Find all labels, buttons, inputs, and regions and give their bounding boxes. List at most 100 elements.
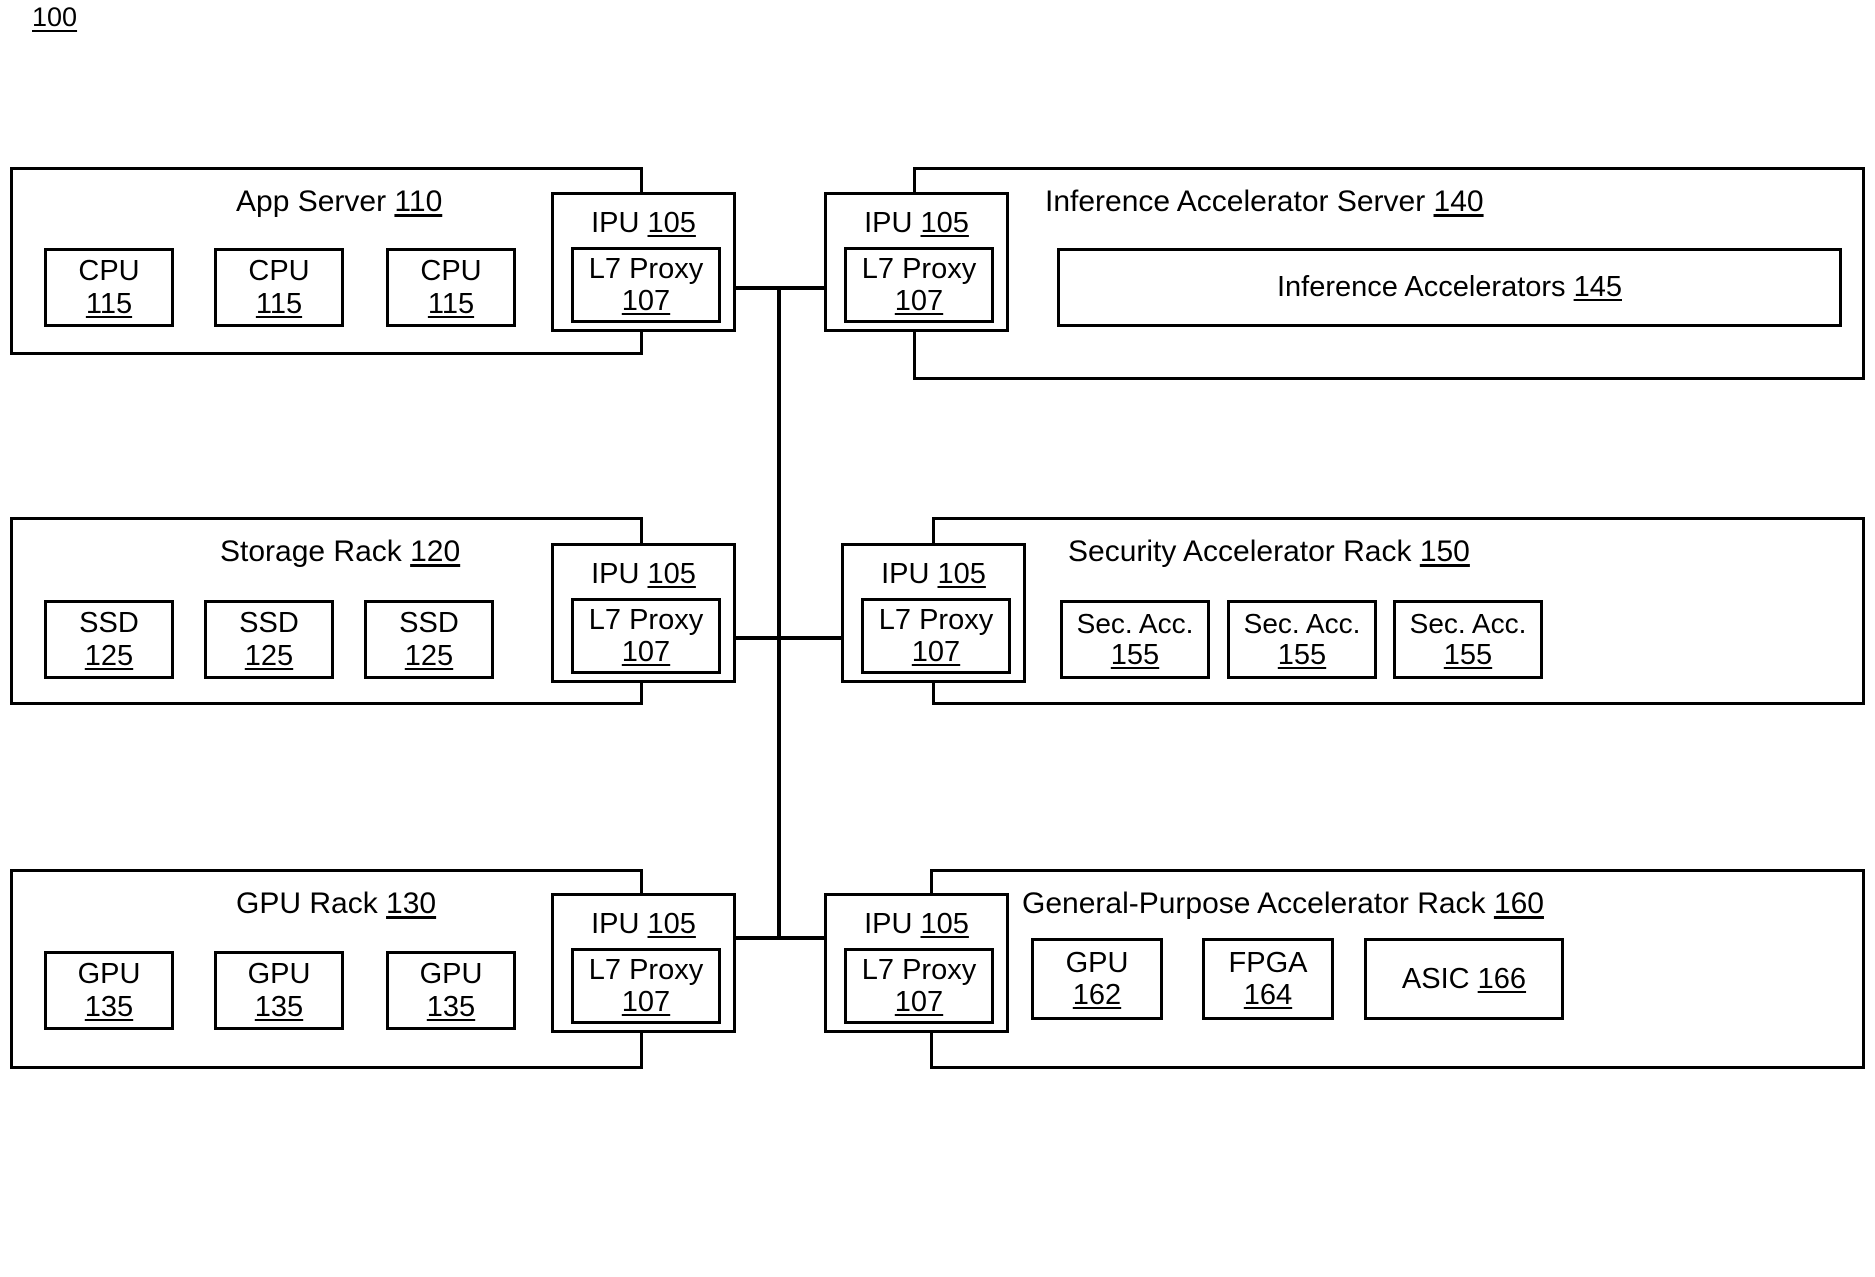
rack-title-text-general-purpose-accelerator: General-Purpose Accelerator Rack [1022, 887, 1486, 920]
component-ssd-2: SSD 125 [204, 600, 334, 679]
ipu-ref-security-accelerator-rack: 105 [937, 558, 986, 590]
rack-ref-inference-accelerator-server: 140 [1433, 185, 1484, 218]
ipu-ref-app-server: 105 [647, 207, 696, 239]
component-ref-fpga-164: 164 [1243, 979, 1293, 1011]
component-ref-ssd-3: 125 [404, 639, 454, 672]
rack-ref-security-accelerator: 150 [1419, 535, 1470, 568]
ipu-ref-general-purpose-accelerator-rack: 105 [920, 908, 969, 940]
l7-proxy-general-purpose-accelerator-rack: L7 Proxy 107 [844, 948, 994, 1024]
rack-title-storage: Storage Rack 120 [220, 537, 460, 567]
ipu-title-inference-accelerator-server: IPU 105 [827, 209, 1006, 238]
component-asic-166: ASIC 166 [1364, 938, 1564, 1020]
component-cpu-3: CPU 115 [386, 248, 516, 327]
component-ssd-1: SSD 125 [44, 600, 174, 679]
backbone-bus [777, 286, 781, 938]
ipu-general-purpose-accelerator-rack: IPU 105 L7 Proxy 107 [824, 893, 1009, 1033]
component-name-cpu-3: CPU [420, 255, 482, 288]
ipu-ref-inference-accelerator-server: 105 [920, 207, 969, 239]
rack-ref-gpu: 130 [386, 887, 437, 920]
component-ref-sec-acc-2: 155 [1277, 638, 1327, 671]
ipu-app-server: IPU 105 L7 Proxy 107 [551, 192, 736, 332]
component-name-asic-166: ASIC [1401, 962, 1470, 995]
rack-ref-app-server: 110 [394, 185, 443, 218]
component-name-ssd-2: SSD [239, 607, 299, 640]
l7-proxy-name-gpu-rack: L7 Proxy [588, 953, 704, 986]
ipu-title-general-purpose-accelerator-rack: IPU 105 [827, 910, 1006, 939]
ipu-title-gpu-rack: IPU 105 [554, 910, 733, 939]
ipu-title-app-server: IPU 105 [554, 209, 733, 238]
l7-proxy-name-security-accelerator-rack: L7 Proxy [878, 603, 994, 636]
l7-proxy-app-server: L7 Proxy 107 [571, 247, 721, 323]
rack-title-text-security-accelerator: Security Accelerator Rack [1068, 535, 1412, 568]
component-ref-cpu-2: 115 [255, 287, 303, 320]
component-gpu-3: GPU 135 [386, 951, 516, 1030]
l7-proxy-gpu-rack: L7 Proxy 107 [571, 948, 721, 1024]
component-gpu-2: GPU 135 [214, 951, 344, 1030]
rack-title-app-server: App Server 110 [236, 187, 442, 217]
rack-title-inference-accelerator-server: Inference Accelerator Server 140 [1045, 187, 1484, 217]
ipu-security-accelerator-rack: IPU 105 L7 Proxy 107 [841, 543, 1026, 683]
component-sec-acc-3: Sec. Acc. 155 [1393, 600, 1543, 679]
l7-proxy-security-accelerator-rack: L7 Proxy 107 [861, 598, 1011, 674]
component-cpu-1: CPU 115 [44, 248, 174, 327]
component-name-ssd-1: SSD [79, 607, 139, 640]
component-ref-gpu-162: 162 [1072, 979, 1122, 1011]
component-name-cpu-2: CPU [248, 255, 310, 288]
link-row2 [734, 636, 843, 640]
component-name-gpu-3: GPU [419, 958, 483, 991]
component-ref-sec-acc-3: 155 [1443, 638, 1493, 671]
component-ref-gpu-1: 135 [84, 990, 134, 1023]
rack-title-text-inference-accelerator-server: Inference Accelerator Server [1045, 185, 1426, 218]
l7-proxy-name-inference-accelerator-server: L7 Proxy [861, 252, 977, 285]
rack-title-text-gpu: GPU Rack [236, 887, 378, 920]
component-ssd-3: SSD 125 [364, 600, 494, 679]
ipu-gpu-rack: IPU 105 L7 Proxy 107 [551, 893, 736, 1033]
l7-proxy-ref-gpu-rack: 107 [621, 986, 671, 1018]
component-ref-ssd-2: 125 [244, 639, 294, 672]
component-ref-asic-166: 166 [1477, 962, 1527, 995]
l7-proxy-storage-rack: L7 Proxy 107 [571, 598, 721, 674]
figure-number: 100 [32, 2, 78, 32]
rack-title-gpu: GPU Rack 130 [236, 889, 436, 919]
ipu-inference-accelerator-server: IPU 105 L7 Proxy 107 [824, 192, 1009, 332]
component-ref-gpu-2: 135 [254, 990, 304, 1023]
component-gpu-1: GPU 135 [44, 951, 174, 1030]
l7-proxy-inference-accelerator-server: L7 Proxy 107 [844, 247, 994, 323]
component-ref-inference-accelerators: 145 [1573, 271, 1622, 304]
component-ref-ssd-1: 125 [84, 639, 134, 672]
component-name-gpu-1: GPU [77, 958, 141, 991]
ipu-label-storage-rack: IPU [591, 558, 640, 590]
ipu-storage-rack: IPU 105 L7 Proxy 107 [551, 543, 736, 683]
l7-proxy-name-general-purpose-accelerator-rack: L7 Proxy [861, 953, 977, 986]
l7-proxy-ref-inference-accelerator-server: 107 [894, 285, 944, 317]
ipu-ref-gpu-rack: 105 [647, 908, 696, 940]
component-label-asic-166: ASIC 166 [1402, 963, 1526, 995]
component-name-sec-acc-2: Sec. Acc. [1243, 607, 1361, 639]
component-inference-accelerators: Inference Accelerators 145 [1057, 248, 1842, 327]
ipu-label-security-accelerator-rack: IPU [881, 558, 930, 590]
component-ref-sec-acc-1: 155 [1110, 638, 1160, 671]
component-ref-cpu-3: 115 [427, 287, 475, 320]
component-name-gpu-162: GPU [1065, 946, 1129, 979]
link-row3 [734, 936, 826, 940]
component-ref-cpu-1: 115 [85, 287, 133, 320]
component-name-ssd-3: SSD [399, 607, 459, 640]
l7-proxy-ref-app-server: 107 [621, 285, 671, 317]
l7-proxy-name-storage-rack: L7 Proxy [588, 603, 704, 636]
component-label-inference-accelerators: Inference Accelerators 145 [1277, 271, 1622, 303]
component-name-sec-acc-3: Sec. Acc. [1409, 607, 1527, 639]
rack-ref-storage: 120 [410, 535, 461, 568]
ipu-label-app-server: IPU [591, 207, 640, 239]
ipu-title-security-accelerator-rack: IPU 105 [844, 560, 1023, 589]
rack-title-text-storage: Storage Rack [220, 535, 402, 568]
component-gpu-162: GPU 162 [1031, 938, 1163, 1020]
ipu-label-gpu-rack: IPU [591, 908, 640, 940]
component-name-inference-accelerators: Inference Accelerators [1277, 271, 1566, 304]
component-name-cpu-1: CPU [78, 255, 140, 288]
ipu-ref-storage-rack: 105 [647, 558, 696, 590]
l7-proxy-name-app-server: L7 Proxy [588, 252, 704, 285]
component-ref-gpu-3: 135 [426, 990, 476, 1023]
rack-title-text-app-server: App Server [236, 185, 387, 218]
rack-title-security-accelerator: Security Accelerator Rack 150 [1068, 537, 1470, 567]
l7-proxy-ref-general-purpose-accelerator-rack: 107 [894, 986, 944, 1018]
